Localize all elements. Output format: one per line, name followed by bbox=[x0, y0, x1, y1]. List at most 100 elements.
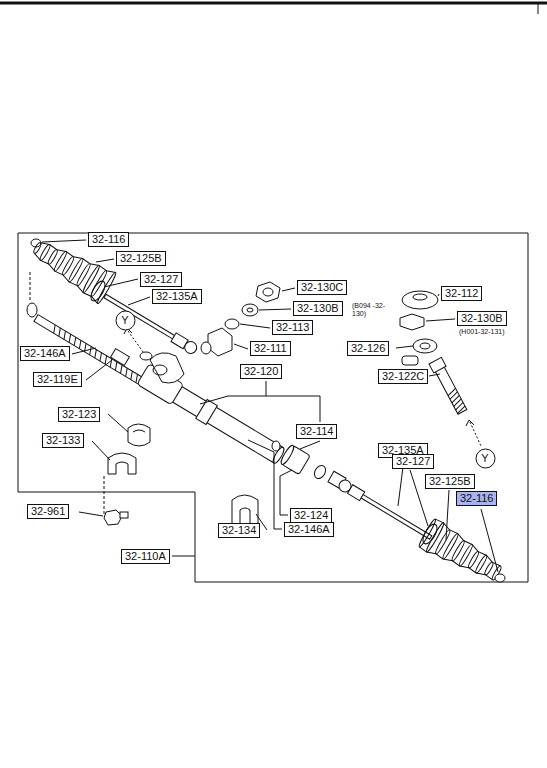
bellows-rib bbox=[425, 522, 445, 553]
rack-tooth bbox=[72, 337, 79, 345]
bellows-rib bbox=[451, 540, 466, 562]
callout-box: 32-116 bbox=[456, 491, 497, 506]
callout-box: 32-113 bbox=[272, 320, 313, 335]
gear-housing bbox=[137, 364, 287, 467]
callout-number: 32-125B bbox=[120, 252, 162, 264]
pinion-tooth bbox=[449, 392, 459, 399]
callout-box: 32-125B bbox=[425, 474, 475, 489]
washer bbox=[242, 304, 258, 316]
leader-lines bbox=[200, 381, 320, 422]
boot-clip bbox=[495, 574, 505, 582]
bellows-rib bbox=[458, 543, 474, 567]
bushing bbox=[279, 444, 310, 475]
nut-bore bbox=[263, 288, 273, 296]
tie-rod bbox=[361, 495, 432, 540]
callout-box: 32-130B bbox=[293, 301, 343, 316]
callout-number: 32-126 bbox=[351, 342, 385, 354]
bellows-rib bbox=[75, 263, 91, 287]
callout-number: 32-127 bbox=[144, 273, 178, 285]
reference-circle: Y bbox=[475, 448, 496, 469]
callout-number: 32-130B bbox=[461, 312, 503, 324]
rack-tooth bbox=[77, 340, 84, 348]
leader-lines bbox=[429, 374, 440, 376]
leader-lines bbox=[42, 240, 86, 242]
guide-line bbox=[104, 476, 105, 516]
rack-tooth bbox=[87, 347, 94, 355]
bellows-rib bbox=[33, 242, 42, 254]
bellows-rib bbox=[67, 257, 84, 282]
leader-lines bbox=[426, 319, 455, 321]
callout-box: 32-133 bbox=[42, 433, 84, 448]
leader-lines bbox=[248, 440, 282, 529]
callout-number: 32-116 bbox=[92, 233, 125, 245]
callout-number: 32-111 bbox=[254, 342, 287, 354]
callout-box: 32-114 bbox=[296, 424, 337, 439]
callout-number: 32-110A bbox=[125, 550, 166, 562]
leader-lines bbox=[79, 512, 103, 516]
callout-box: 32-110A bbox=[121, 549, 170, 564]
callout-number: 32-146A bbox=[288, 523, 330, 535]
bearing bbox=[402, 356, 418, 365]
callout-number: 32-116 bbox=[460, 492, 493, 504]
spring bbox=[225, 319, 239, 329]
tick bbox=[538, 4, 539, 14]
leader-lines bbox=[104, 279, 138, 287]
pinion-boss bbox=[150, 353, 184, 383]
rack-tooth bbox=[92, 350, 99, 358]
rack-tooth bbox=[113, 362, 120, 370]
pinion-tooth bbox=[447, 388, 457, 395]
leader-lines bbox=[96, 259, 114, 262]
rack-tooth bbox=[51, 325, 58, 333]
bolt bbox=[120, 512, 128, 518]
lock-nut bbox=[400, 314, 424, 330]
bushing bbox=[279, 444, 295, 466]
pinion-shaft bbox=[429, 357, 446, 372]
lock-nut bbox=[256, 282, 280, 302]
callout-box: 32-119E bbox=[33, 372, 82, 387]
rack-tooth bbox=[56, 328, 63, 336]
leader-lines bbox=[259, 309, 291, 310]
leader-lines bbox=[240, 324, 270, 328]
callout-box: 32-116 bbox=[88, 232, 129, 247]
yoke-plug bbox=[201, 342, 211, 354]
leader-lines bbox=[234, 344, 248, 349]
ring bbox=[272, 441, 280, 451]
callout-box: 32-134 bbox=[218, 523, 260, 538]
reference-letter: Y bbox=[121, 314, 128, 327]
callout-box: 32-112 bbox=[441, 286, 482, 301]
rack-tooth bbox=[118, 365, 125, 373]
ring bbox=[312, 463, 328, 480]
pinion-tooth bbox=[452, 399, 462, 406]
callout-box: 32-127 bbox=[392, 454, 434, 469]
leader-lines bbox=[282, 288, 295, 291]
callout-box: 32-146A bbox=[284, 522, 334, 537]
callout-number: 32-130C bbox=[301, 281, 343, 293]
oil-seal bbox=[413, 339, 437, 353]
pinion-shaft bbox=[429, 357, 469, 415]
tie-rod bbox=[102, 291, 199, 356]
header-rule bbox=[0, 2, 547, 5]
callout-number: 32-119E bbox=[37, 373, 78, 385]
mount-bracket bbox=[108, 453, 136, 474]
bolt bbox=[104, 510, 128, 525]
flow-arrow bbox=[470, 422, 481, 446]
leader-lines bbox=[300, 441, 320, 449]
callout-number: 32-134 bbox=[222, 524, 256, 536]
callout-box: 32-124 bbox=[290, 508, 332, 523]
callout-number: 32-961 bbox=[31, 505, 65, 517]
callout-box: 32-146A bbox=[20, 346, 70, 361]
callout-number: 32-120 bbox=[244, 365, 278, 377]
leader-lines bbox=[42, 240, 498, 572]
callout-number: 32-123 bbox=[62, 408, 96, 420]
bellows-edge bbox=[419, 539, 493, 587]
callout-number: 32-124 bbox=[294, 509, 328, 521]
callout-number: 32-122C bbox=[382, 370, 424, 382]
dust-cover bbox=[402, 291, 438, 309]
callout-box: 32-135A bbox=[152, 289, 202, 304]
boot-clamp bbox=[88, 279, 108, 303]
leader-lines bbox=[86, 360, 112, 380]
rack-tooth bbox=[97, 353, 104, 361]
